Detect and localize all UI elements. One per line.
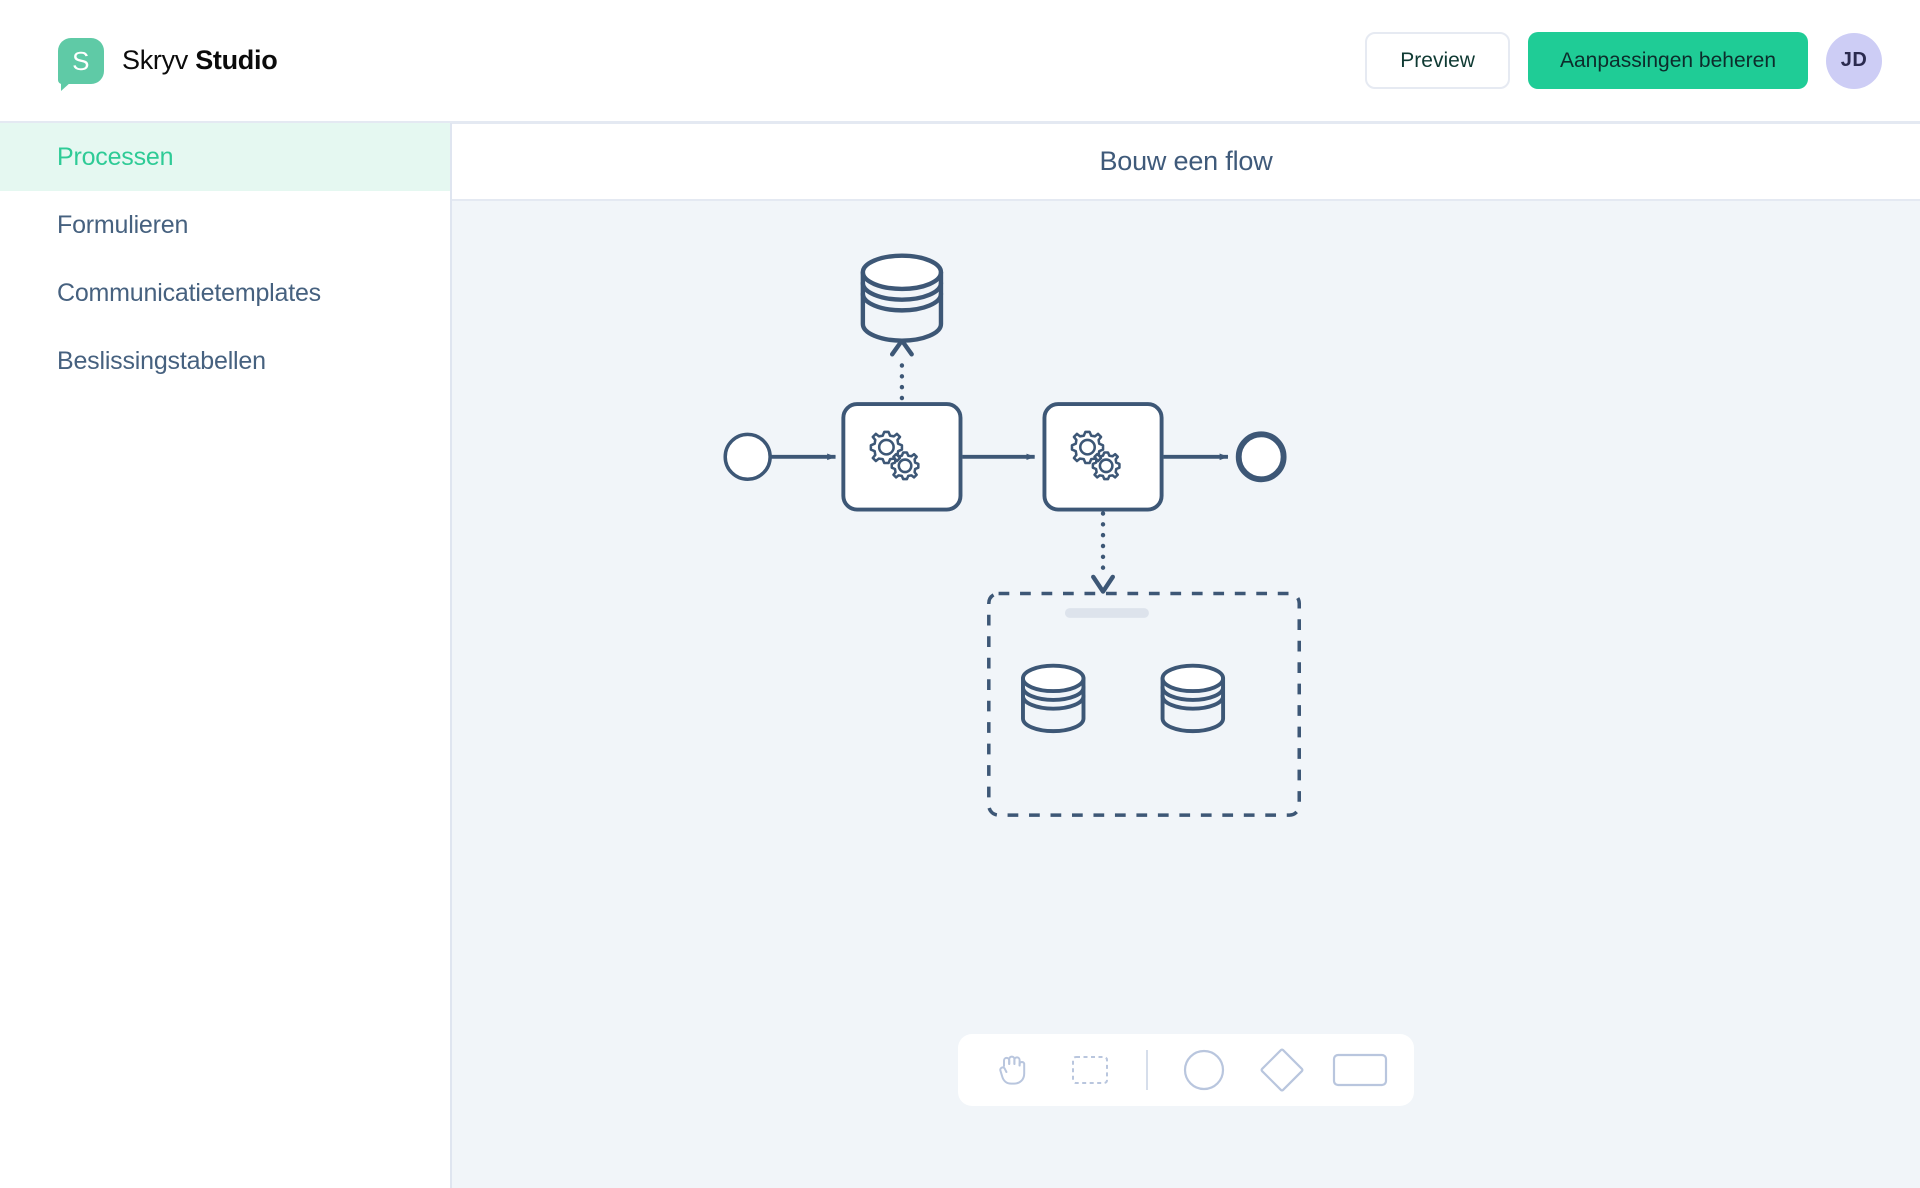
rectangle-shape-button[interactable]	[1332, 1046, 1388, 1094]
end-event[interactable]	[1235, 431, 1287, 483]
sidebar-item-label: Communicatietemplates	[57, 278, 321, 307]
association-task2-datagroup	[1091, 511, 1115, 594]
sidebar-item-communicatietemplates[interactable]: Communicatietemplates	[0, 259, 450, 327]
diamond-icon	[1260, 1048, 1304, 1092]
hand-icon	[999, 1055, 1026, 1085]
sidebar-item-processen[interactable]: Processen	[0, 123, 450, 191]
sidebar: Processen Formulieren Communicatietempla…	[0, 123, 452, 1188]
group-label-placeholder	[1064, 608, 1149, 618]
diamond-shape-button[interactable]	[1254, 1046, 1310, 1094]
page-title: Bouw een flow	[452, 124, 1920, 201]
dashed-rectangle-icon	[1072, 1056, 1108, 1084]
skryv-logo-icon: S	[58, 37, 104, 91]
bpmn-diagram[interactable]	[452, 203, 1920, 1188]
data-store-top[interactable]	[860, 253, 944, 343]
avatar[interactable]: JD	[1826, 32, 1882, 89]
brand-name-bold: Studio	[195, 45, 278, 75]
brand-logo[interactable]: S Skryv Studio	[58, 37, 278, 91]
hand-tool-button[interactable]	[984, 1046, 1040, 1094]
diagram-layer[interactable]	[452, 203, 1920, 1188]
canvas-toolbar[interactable]	[958, 1034, 1414, 1106]
preview-button[interactable]: Preview	[1365, 32, 1510, 89]
flow-canvas[interactable]: Bouw een flow	[452, 123, 1920, 1188]
app-body: Processen Formulieren Communicatietempla…	[0, 123, 1920, 1188]
task-1[interactable]	[841, 402, 963, 512]
brand-name-light: Skryv	[122, 45, 189, 75]
logo-letter: S	[72, 45, 90, 76]
circle-shape-button[interactable]	[1176, 1046, 1232, 1094]
circle-icon	[1183, 1049, 1225, 1091]
select-tool-button[interactable]	[1062, 1046, 1118, 1094]
manage-changes-button[interactable]: Aanpassingen beheren	[1527, 32, 1808, 89]
data-store-left[interactable]	[1021, 663, 1086, 734]
sidebar-item-label: Processen	[57, 142, 174, 171]
data-store-right[interactable]	[1160, 663, 1226, 734]
sidebar-item-formulieren[interactable]: Formulieren	[0, 191, 450, 259]
app-header: S Skryv Studio Preview Aanpassingen behe…	[0, 0, 1920, 123]
start-event[interactable]	[723, 432, 772, 482]
data-group[interactable]	[987, 591, 1301, 817]
gears-icon	[869, 430, 920, 481]
sidebar-item-label: Formulieren	[57, 210, 189, 239]
toolbar-divider	[1146, 1050, 1148, 1090]
sidebar-item-label: Beslissingstabellen	[57, 346, 266, 375]
gears-icon	[1070, 430, 1121, 481]
header-actions: Preview Aanpassingen beheren JD	[1365, 32, 1882, 89]
task-2[interactable]	[1042, 402, 1164, 512]
rounded-rectangle-icon	[1332, 1053, 1388, 1087]
sidebar-item-beslissingstabellen[interactable]: Beslissingstabellen	[0, 327, 450, 395]
brand-title: Skryv Studio	[122, 45, 278, 76]
